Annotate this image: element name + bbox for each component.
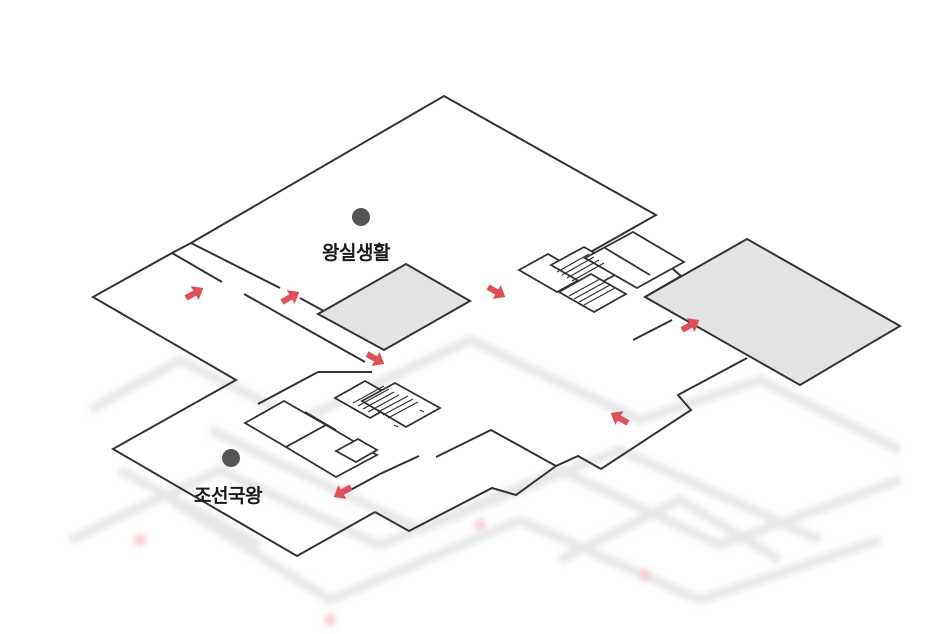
zone-label-joseon-king[interactable]: 조선국왕: [194, 485, 262, 507]
shaded-rooms: [315, 237, 902, 387]
lower-floor-ghost: [68, 335, 903, 605]
direction-arrow-icon: [365, 351, 385, 366]
direction-arrow-icon: [280, 290, 300, 305]
direction-arrows: [184, 284, 700, 499]
lower-floor-ghost-arrows: [134, 519, 651, 626]
stair-treads-top: [556, 253, 616, 306]
location-dot-icon: [352, 208, 370, 226]
zone-label-royal-life[interactable]: 왕실생활: [322, 242, 390, 264]
stair-core-top: [517, 230, 686, 314]
direction-arrow-icon: [486, 284, 506, 299]
exhibit-room-right: [642, 237, 902, 387]
stair-treads-bottom: [352, 385, 425, 428]
direction-arrow-icon: [184, 286, 204, 301]
location-dot-icon: [222, 449, 240, 467]
direction-arrow-icon: [680, 318, 700, 333]
building-walls: [90, 94, 748, 558]
direction-arrow-icon: [610, 411, 630, 426]
exhibit-room-center: [315, 262, 473, 352]
direction-arrow-icon: [333, 484, 353, 499]
